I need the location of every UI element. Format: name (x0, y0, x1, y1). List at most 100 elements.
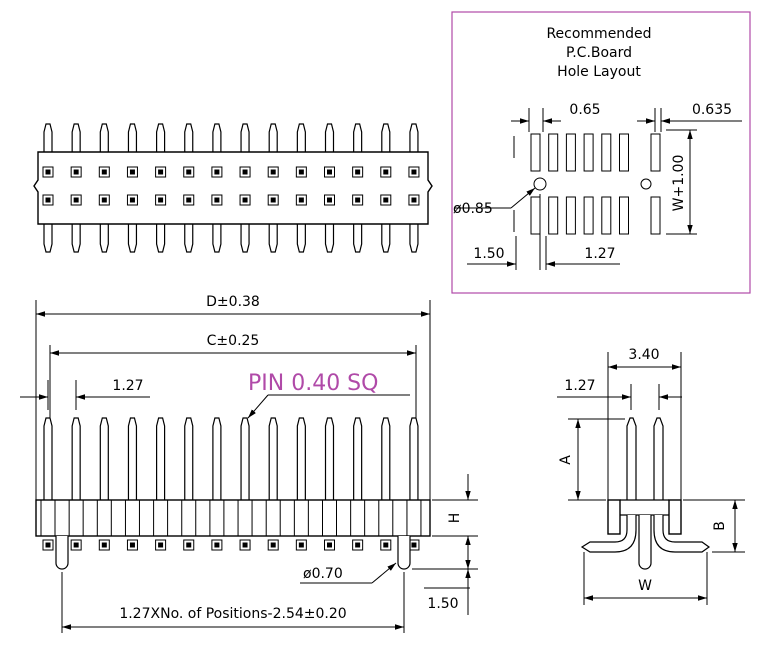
top-square-pin (129, 169, 135, 175)
top-square-pin (45, 169, 51, 175)
front-pin (43, 417, 53, 500)
front-pin (184, 417, 194, 500)
top-pin-lower (381, 224, 391, 253)
post-left (55, 536, 69, 570)
dim-pitch-front: 1.27 (112, 378, 143, 394)
top-square-pin (242, 169, 248, 175)
pcb-layout-frame (451, 11, 751, 294)
pcb-dim-hole: ø0.85 (453, 201, 493, 217)
top-square-pin (101, 197, 107, 203)
top-pin-upper (353, 123, 363, 152)
top-square-pin (45, 197, 51, 203)
pcb-layout: Recommended P.C.Board Hole Layout 0.65 0… (451, 11, 751, 294)
top-square-pin (214, 197, 220, 203)
dim-c: C±0.25 (207, 333, 260, 349)
front-pin (240, 417, 250, 500)
post-right (397, 536, 411, 570)
side-dim-width: 3.40 (628, 347, 659, 363)
front-pin (156, 417, 166, 500)
pcb-dim-edge: 1.50 (473, 246, 504, 262)
front-bottom-square-pin (101, 542, 107, 548)
dim-h: H (447, 513, 463, 524)
top-view (33, 123, 433, 253)
pcb-pad-lower (583, 196, 594, 235)
top-square-pin (101, 169, 107, 175)
pcb-pad-lower (619, 196, 629, 235)
front-pin (296, 417, 306, 500)
front-bottom-square-pin (186, 542, 192, 548)
pcb-title-line1: Recommended (546, 26, 651, 42)
top-pin-lower (127, 224, 138, 253)
front-bottom-square-pin (158, 542, 164, 548)
front-pin (212, 417, 222, 500)
pcb-pad-lower (601, 196, 612, 235)
pcb-pad-upper (565, 133, 576, 172)
top-square-pin (158, 169, 164, 175)
pcb-pad-upper (548, 133, 559, 172)
top-pin-lower (71, 224, 81, 253)
front-housing (35, 499, 431, 537)
top-pin-upper (71, 123, 81, 152)
front-pins (43, 417, 419, 500)
front-pin (268, 417, 278, 500)
pcb-pad-lower (548, 196, 559, 235)
pcb-pad-lower (650, 196, 661, 235)
top-pin-lower (156, 224, 166, 253)
side-housing-left (607, 499, 621, 535)
top-square-pin (383, 197, 389, 203)
front-pin (381, 417, 391, 500)
top-pins-upper (43, 123, 419, 152)
top-square-pin (298, 197, 304, 203)
pcb-pad-upper (583, 133, 594, 172)
top-square-pin (270, 197, 276, 203)
top-pin-lower (212, 224, 222, 253)
front-bottom-square-pin (129, 542, 135, 548)
top-square-pin (73, 197, 79, 203)
pcb-pad-upper (619, 133, 629, 172)
top-pin-upper (240, 123, 250, 152)
front-housing-slots (40, 500, 422, 536)
side-dim-w: W (638, 578, 652, 594)
pcb-pad-upper (601, 133, 612, 172)
top-pin-lower (99, 224, 109, 253)
front-bottom-square-pin (214, 542, 220, 548)
front-bottom-square-pin (73, 542, 79, 548)
top-pin-lower (43, 224, 53, 253)
front-pin (127, 417, 138, 500)
pcb-pads (530, 133, 661, 235)
front-bottom-square-pin (411, 542, 417, 548)
top-square-pin (186, 169, 192, 175)
top-square-pin (158, 197, 164, 203)
top-pin-upper (99, 123, 109, 152)
front-pin (99, 417, 109, 500)
pin-callout: PIN 0.40 SQ (248, 371, 378, 396)
pcb-title-line2: P.C.Board (566, 45, 632, 61)
top-pin-upper (184, 123, 194, 152)
side-pin-left (626, 417, 637, 500)
top-pin-upper (296, 123, 306, 152)
top-pin-upper (381, 123, 391, 152)
pcb-pad-lower (530, 196, 541, 235)
front-bottom-square-pin (270, 542, 276, 548)
top-pin-upper (156, 123, 166, 152)
pcb-dim-pitch: 1.27 (584, 246, 615, 262)
top-square-pin (355, 197, 361, 203)
pcb-pad-upper (530, 133, 541, 172)
pcb-title-line3: Hole Layout (557, 64, 641, 80)
front-bottom-square-pin (327, 542, 332, 548)
side-dim-b: B (712, 521, 728, 531)
front-bottom-square-pin (45, 542, 51, 548)
top-pin-upper (324, 123, 335, 152)
front-bottom-square-pin (383, 542, 389, 548)
top-square-pin (298, 169, 304, 175)
front-pin (71, 417, 81, 500)
side-dim-pitch: 1.27 (564, 378, 595, 394)
front-pin (324, 417, 335, 500)
top-pin-upper (268, 123, 278, 152)
front-bottom-square-pin (355, 542, 361, 548)
top-pin-upper (212, 123, 222, 152)
side-lead-right (653, 515, 711, 553)
side-housing-right (668, 499, 682, 535)
top-square-pin (73, 169, 79, 175)
